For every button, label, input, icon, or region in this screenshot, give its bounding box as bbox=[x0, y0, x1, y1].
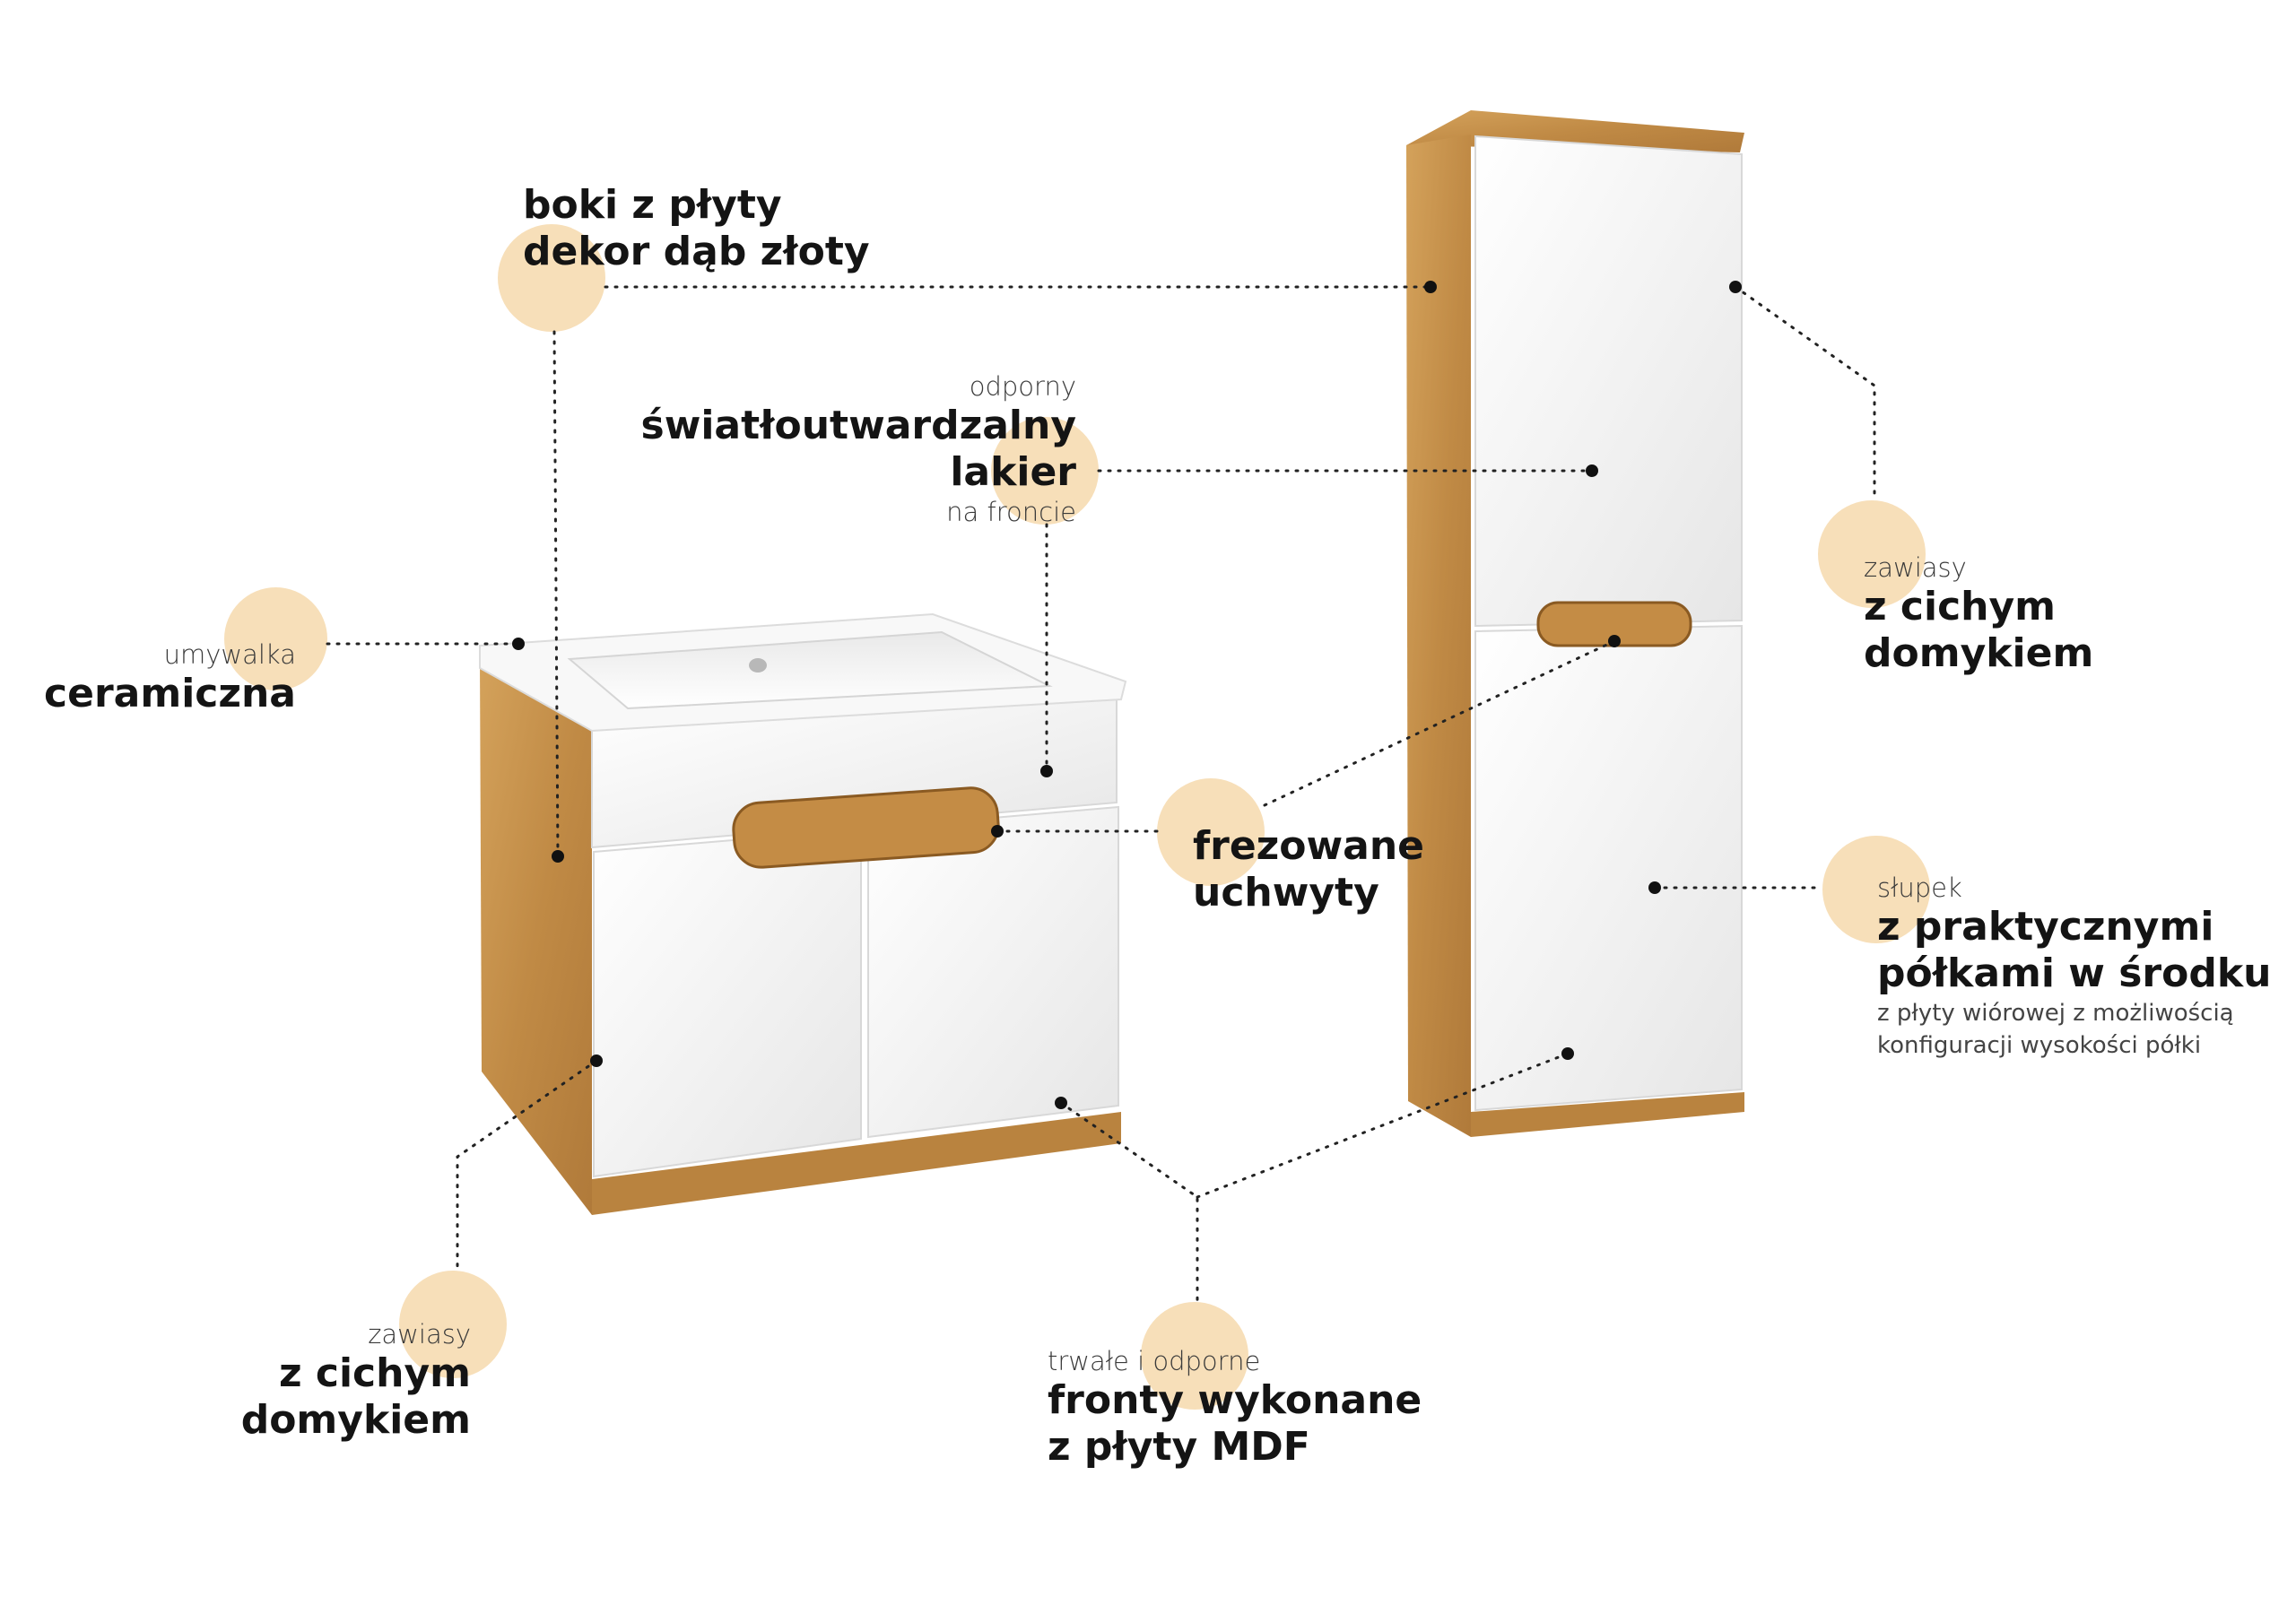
column-upper-door bbox=[1474, 135, 1743, 628]
accent-circle-hinges-left bbox=[399, 1271, 507, 1378]
label-hinges-right-small: zawiasy bbox=[1864, 552, 1967, 583]
vanity-milled-handle bbox=[732, 786, 1000, 869]
column-bottom-plinth bbox=[1471, 1092, 1744, 1137]
column-cabinet bbox=[1406, 110, 1744, 1137]
leader-hinges-left bbox=[456, 1059, 598, 1272]
label-hinges-right-line2: domykiem bbox=[1864, 630, 2094, 676]
label-lacquer-big: światłoutwardzalny lakier bbox=[640, 403, 1076, 495]
dot-lacquer bbox=[1586, 464, 1598, 477]
label-basin-small: umywalka bbox=[163, 639, 296, 670]
label-column-line1: z praktycznymi bbox=[1877, 904, 2214, 950]
label-handles-line2: uchwyty bbox=[1193, 870, 1379, 916]
label-column-note2: konfiguracji wysokości półki bbox=[1877, 1032, 2202, 1059]
label-fronts: trwałe i odporne fronty wykonane z płyty… bbox=[1048, 1345, 1422, 1471]
ceramic-basin-bowl bbox=[567, 630, 1053, 710]
leader-lines bbox=[326, 285, 1876, 1304]
label-fronts-line1: fronty wykonane bbox=[1048, 1377, 1422, 1423]
label-sides: boki z płyty dekor dąb złoty bbox=[523, 182, 870, 275]
accent-circle-fronts bbox=[1141, 1302, 1248, 1410]
label-fronts-line2: z płyty MDF bbox=[1048, 1424, 1310, 1470]
label-basin-big: ceramiczna bbox=[44, 671, 296, 716]
dot-hinges-left bbox=[590, 1055, 603, 1067]
dot-column bbox=[1648, 881, 1661, 894]
vanity-side-panel bbox=[480, 659, 592, 1215]
label-lacquer-small-bottom: na froncie bbox=[946, 497, 1076, 527]
leader-sides-down bbox=[552, 330, 560, 858]
dot-fronts-vanity bbox=[1055, 1097, 1067, 1109]
leader-dots bbox=[512, 281, 1742, 1109]
accent-circle-sides bbox=[498, 224, 605, 332]
label-column-small: słupek bbox=[1877, 872, 1962, 903]
label-handles: frezowane uchwyty bbox=[1193, 823, 1424, 916]
basin-drain bbox=[749, 658, 767, 673]
column-side-panel bbox=[1406, 135, 1471, 1137]
accent-circle-basin bbox=[224, 587, 327, 690]
label-sides-line1: boki z płyty bbox=[523, 182, 782, 228]
column-lower-door bbox=[1474, 624, 1743, 1112]
vanity-left-door bbox=[593, 828, 862, 1178]
label-hinges-right-line1: z cichym bbox=[1864, 584, 2057, 629]
dot-lacquer-vanity bbox=[1040, 765, 1053, 777]
dot-fronts-column bbox=[1561, 1047, 1574, 1060]
label-lacquer-small-top: odporny bbox=[969, 371, 1076, 402]
label-hinges-left: zawiasy z cichym domykiem bbox=[170, 1318, 471, 1444]
label-fronts-small: trwałe i odporne bbox=[1048, 1346, 1261, 1376]
label-column: słupek z praktycznymi półkami w środku z… bbox=[1877, 872, 2271, 1062]
vanity-cabinet bbox=[479, 612, 1127, 1215]
label-lacquer: odporny światłoutwardzalny lakier na fro… bbox=[502, 370, 1076, 528]
label-hinges-right: zawiasy z cichym domykiem bbox=[1864, 551, 2093, 677]
accent-circle-hinges-right bbox=[1818, 500, 1926, 608]
label-column-line2: półkami w środku bbox=[1877, 950, 2272, 996]
label-hinges-left-line2: domykiem bbox=[240, 1397, 471, 1443]
dot-sides-vanity bbox=[552, 850, 564, 863]
leader-hinges-right bbox=[1734, 285, 1876, 502]
label-handles-line1: frezowane bbox=[1193, 823, 1425, 869]
accent-circle-lacquer bbox=[991, 417, 1099, 525]
label-column-note1: z płyty wiórowej z możliwością bbox=[1877, 1000, 2234, 1027]
vanity-plinth bbox=[592, 1112, 1121, 1215]
label-sides-line2: dekor dąb złoty bbox=[523, 229, 870, 274]
label-hinges-left-small: zawiasy bbox=[368, 1319, 471, 1350]
label-hinges-left-line1: z cichym bbox=[278, 1350, 471, 1396]
dot-hinges-right bbox=[1729, 281, 1742, 293]
dot-handles-vanity bbox=[991, 825, 1004, 838]
vanity-right-door bbox=[867, 805, 1119, 1139]
dot-handles-column bbox=[1608, 635, 1621, 647]
leader-fronts bbox=[1059, 1101, 1199, 1304]
accent-circle-column bbox=[1822, 836, 1930, 943]
leader-fronts-up bbox=[1196, 1052, 1570, 1199]
dot-basin bbox=[512, 638, 525, 650]
accent-circle-handles bbox=[1157, 778, 1265, 886]
label-basin: umywalka ceramiczna bbox=[36, 638, 296, 717]
dot-sides bbox=[1424, 281, 1437, 293]
